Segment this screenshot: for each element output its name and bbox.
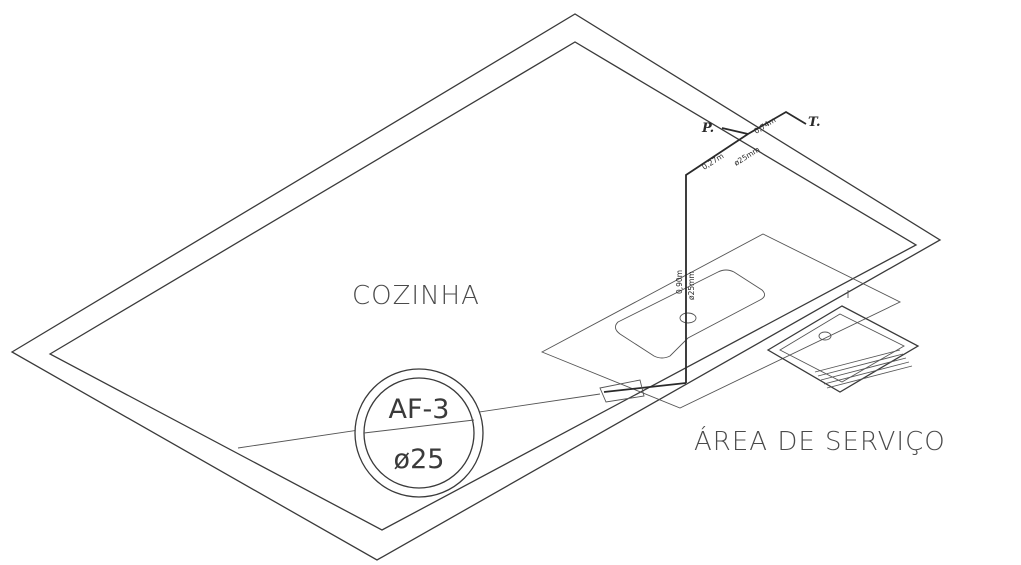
- room-label-kitchen: COZINHA: [352, 281, 480, 311]
- pipe-tag-code: AF-3: [389, 394, 450, 425]
- pipe-tag-diameter: ø25: [394, 444, 445, 475]
- point-label-p: P.: [701, 121, 714, 136]
- sink-drain: [679, 312, 697, 324]
- room-outer-wall: [10, 13, 942, 561]
- dim-seg-c: 0,90m: [675, 270, 684, 294]
- dim-seg-a: 0,27m: [700, 151, 725, 171]
- dim-seg-b: 0,74m: [752, 115, 777, 135]
- pipe-valve: [599, 379, 645, 403]
- kitchen-sink: [615, 269, 765, 359]
- laundry-tank: [766, 305, 920, 393]
- room-label-service-area: ÁREA DE SERVIÇO: [694, 425, 946, 457]
- room-inner-wall: [48, 41, 918, 531]
- pipe-bottom: [603, 382, 687, 393]
- dim-seg-c-diam: ø25mm: [687, 271, 696, 300]
- point-label-t: T.: [808, 115, 821, 130]
- pipe-branch-p: [721, 127, 749, 135]
- dim-seg-a-diam: ø25mm: [732, 145, 761, 168]
- pipe-tag: AF-3 ø25: [354, 368, 484, 498]
